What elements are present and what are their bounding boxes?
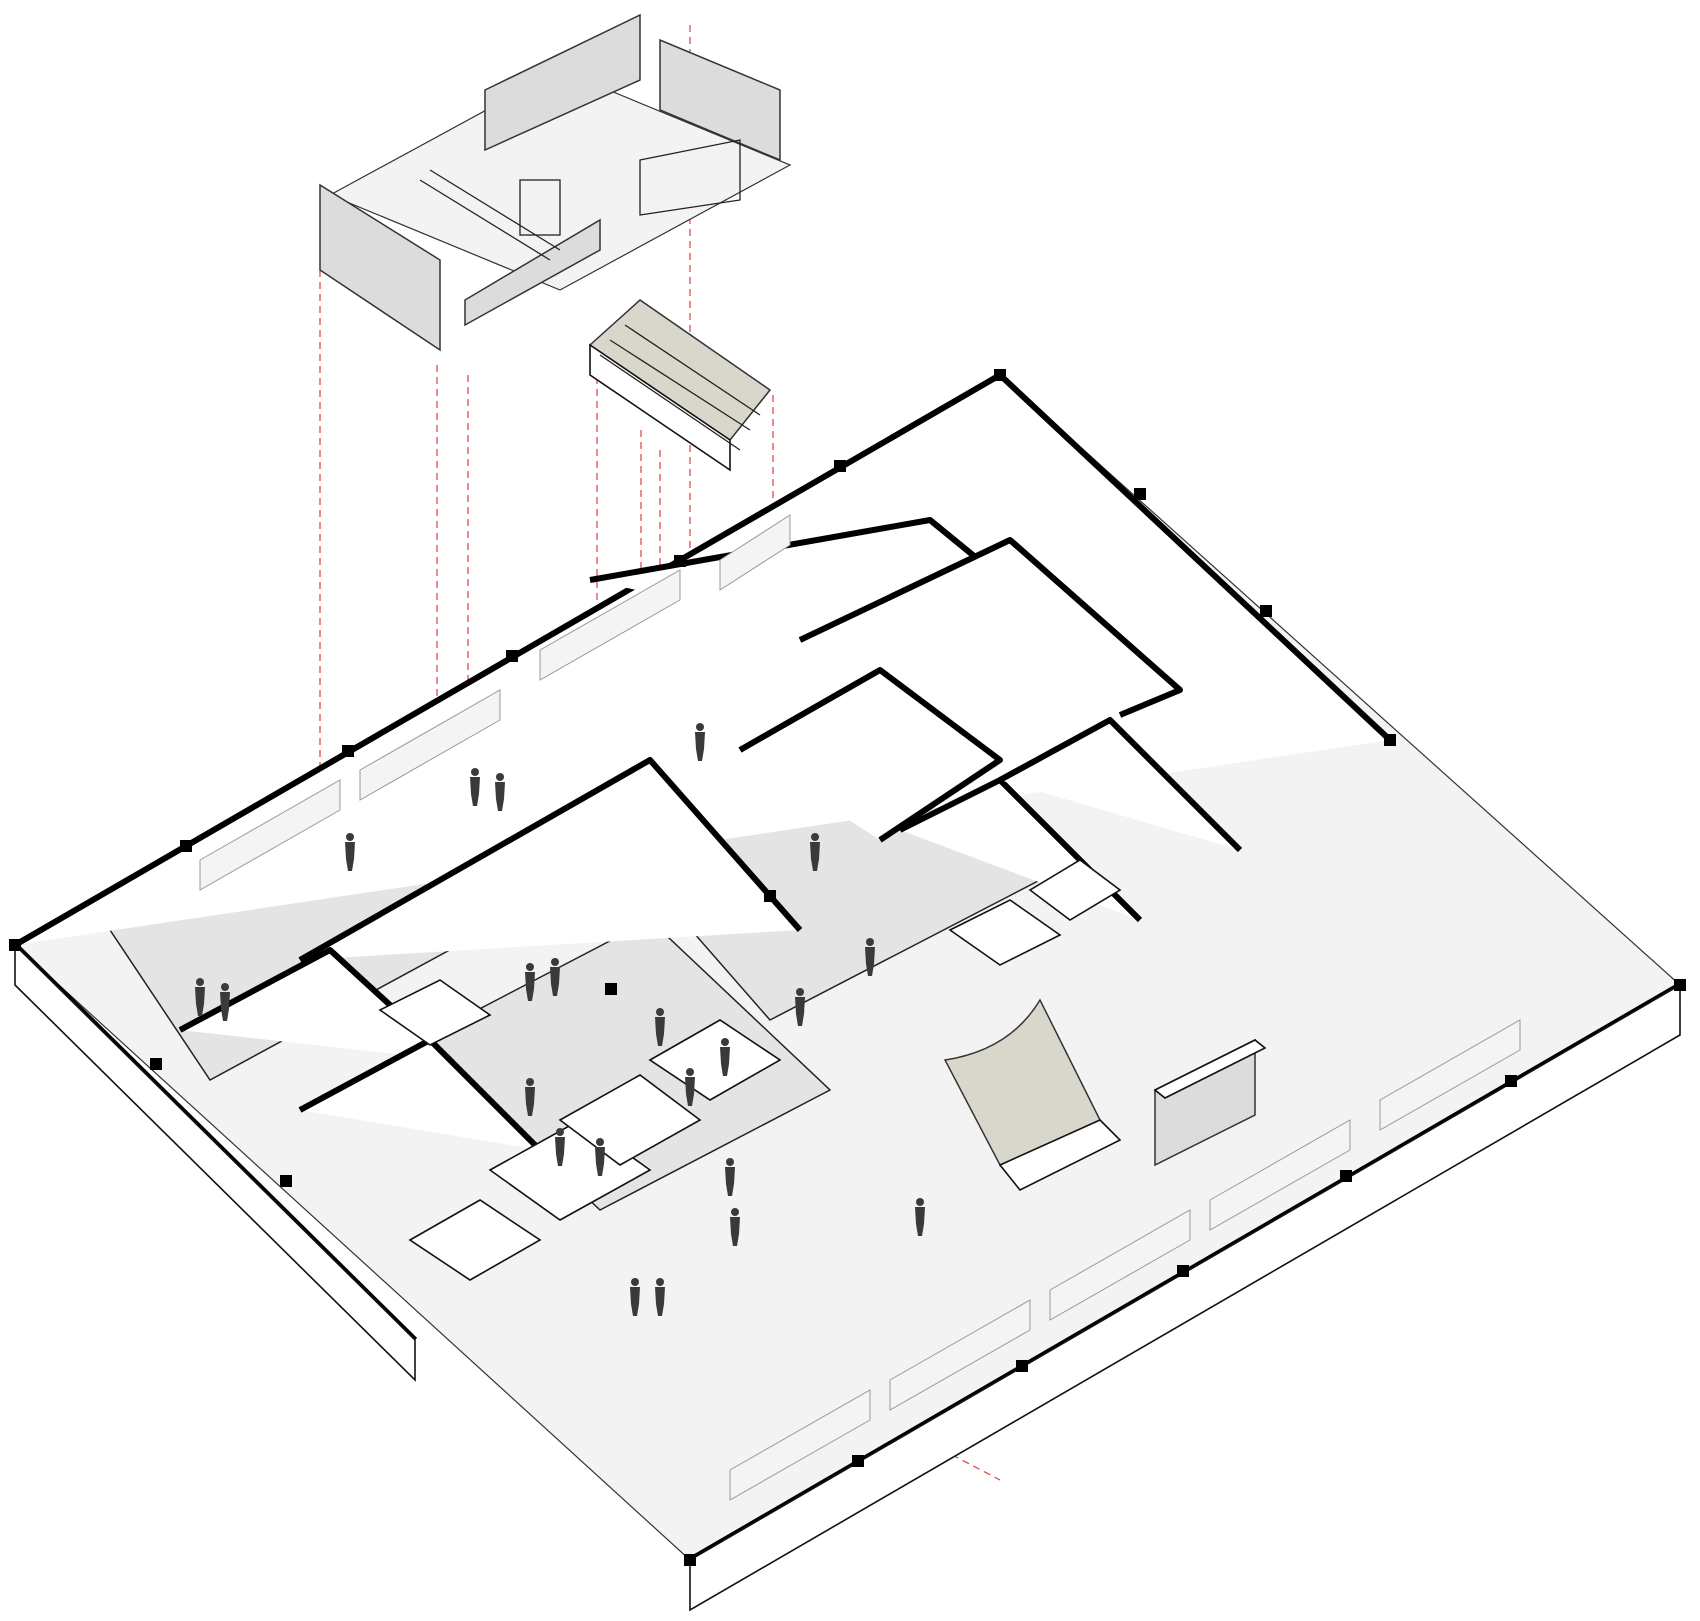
structural-columns bbox=[9, 369, 1686, 1566]
person-figure bbox=[345, 833, 355, 871]
person-figure bbox=[595, 1138, 605, 1176]
person-figure bbox=[685, 1068, 695, 1106]
partition-1 bbox=[298, 757, 803, 963]
person-figure bbox=[630, 1278, 640, 1316]
window-panel bbox=[639, 139, 741, 216]
person-figure bbox=[525, 963, 535, 1001]
curved-panel-base bbox=[998, 1119, 1122, 1192]
partition-3 bbox=[738, 667, 1003, 843]
person-figure bbox=[550, 958, 560, 996]
person-figure bbox=[555, 1128, 565, 1166]
person-figure bbox=[795, 988, 805, 1026]
person-figure bbox=[470, 768, 480, 806]
shelving-wall-module bbox=[1153, 1038, 1267, 1167]
partition-5 bbox=[1008, 537, 1183, 718]
mesh-enclosure-module bbox=[319, 13, 792, 352]
person-figure bbox=[810, 833, 820, 871]
person-figure bbox=[865, 938, 875, 976]
workstations bbox=[378, 859, 1122, 1281]
display-table bbox=[519, 179, 561, 236]
person-figure bbox=[915, 1198, 925, 1236]
person-figure bbox=[220, 983, 230, 1021]
window-bands bbox=[199, 514, 1521, 1501]
person-figure bbox=[195, 978, 205, 1016]
mesh-wall-left bbox=[319, 183, 441, 352]
curved-wall-module bbox=[943, 998, 1122, 1192]
person-figure bbox=[655, 1278, 665, 1316]
person-figure bbox=[720, 1038, 730, 1076]
tiered-seating-module bbox=[588, 299, 772, 472]
people-silhouettes bbox=[195, 723, 925, 1316]
person-figure bbox=[725, 1158, 735, 1196]
person-figure bbox=[655, 1008, 665, 1046]
bleacher-front bbox=[589, 343, 731, 472]
person-figure bbox=[495, 773, 505, 811]
partition-9 bbox=[998, 717, 1243, 853]
wall-face-west bbox=[14, 943, 416, 1382]
main-floor-plan bbox=[9, 369, 1686, 1612]
person-figure bbox=[525, 1078, 535, 1116]
bar-counter bbox=[419, 179, 551, 261]
person-figure bbox=[695, 723, 705, 761]
mesh-wall-right bbox=[659, 38, 781, 162]
mesh-wall-front bbox=[464, 218, 601, 327]
shelf-wall-back bbox=[484, 13, 641, 152]
person-figure bbox=[730, 1208, 740, 1246]
